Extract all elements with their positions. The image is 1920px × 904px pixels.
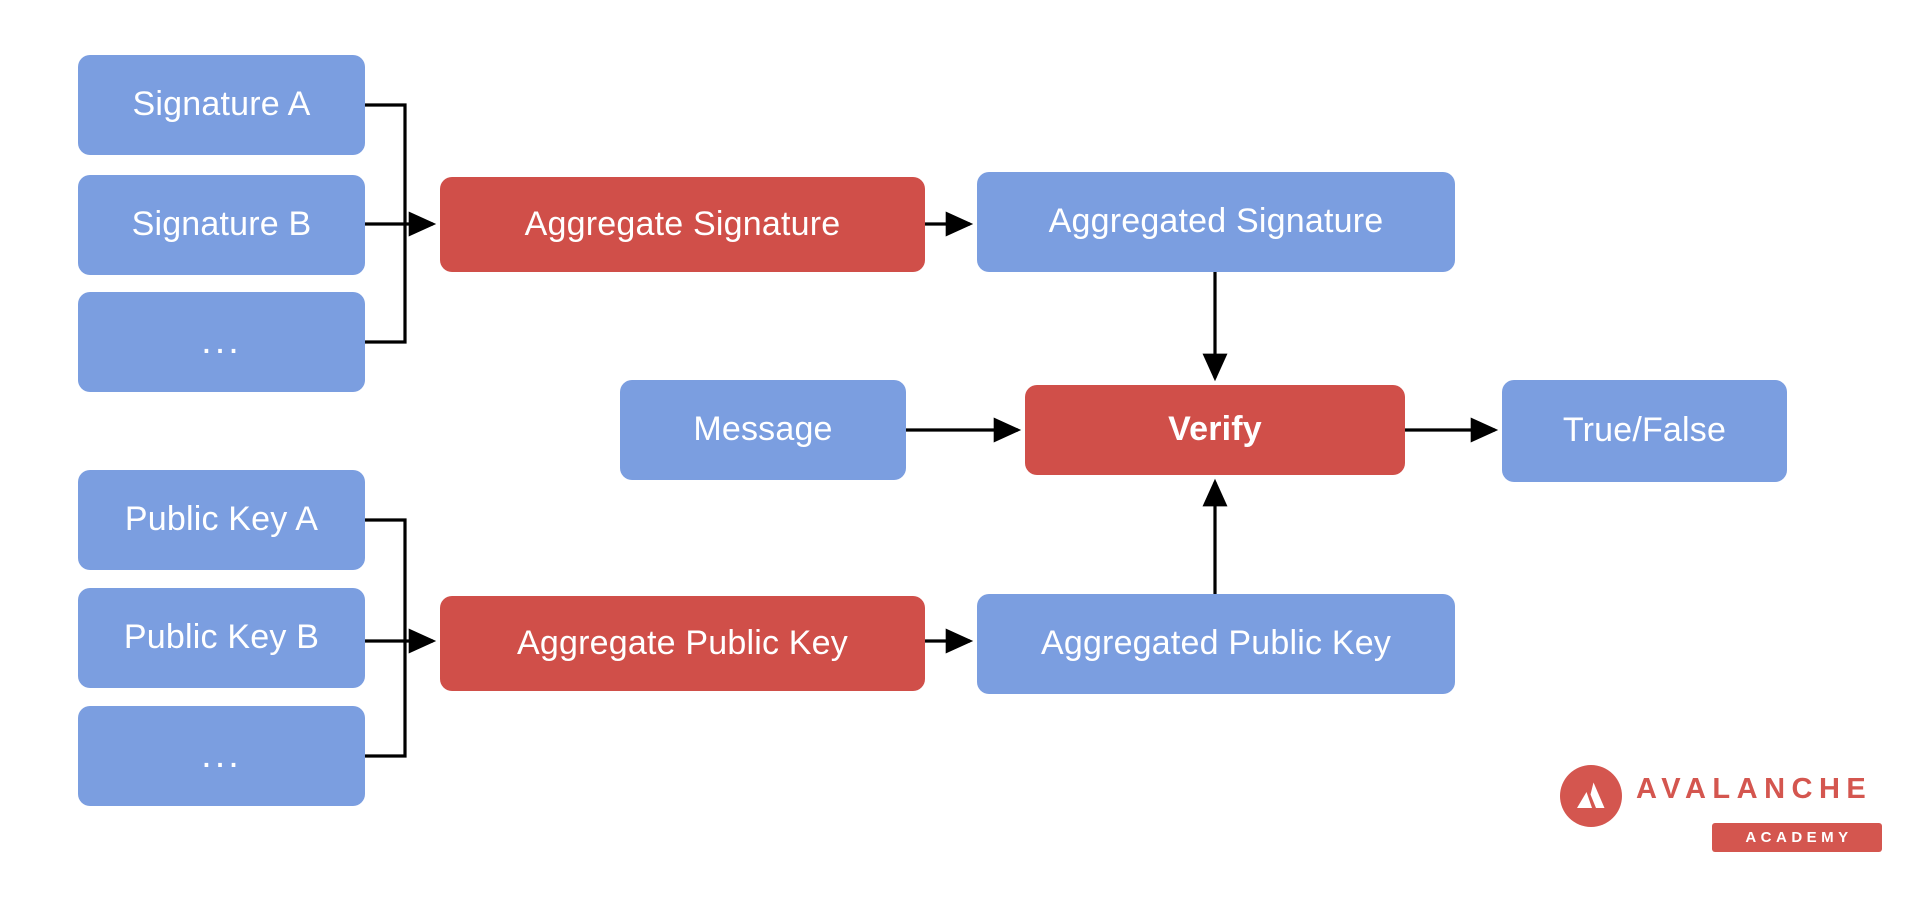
node-label: Public Key A	[124, 500, 319, 539]
logo-academy-badge-text: ACADEMY	[1745, 829, 1853, 846]
node-label: ...	[201, 320, 242, 363]
node-aggregate-signature[interactable]: Aggregate Signature	[440, 177, 925, 272]
node-verify[interactable]: Verify	[1025, 385, 1405, 475]
node-label: Signature B	[131, 205, 312, 244]
avalanche-academy-logo: AVALANCHE ACADEMY	[1560, 763, 1882, 859]
node-label: Aggregated Signature	[1048, 202, 1384, 241]
node-true-false[interactable]: True/False	[1502, 380, 1787, 482]
node-label: Aggregate Public Key	[517, 623, 848, 662]
edge-sig-a-to-aggregate	[365, 103, 407, 222]
edge-pk-a-to-aggregate	[365, 518, 407, 641]
node-aggregated-public-key[interactable]: Aggregated Public Key	[977, 594, 1455, 694]
avalanche-triangle-icon	[1560, 765, 1622, 827]
logo-academy-badge: ACADEMY	[1712, 823, 1882, 852]
node-aggregate-public-key[interactable]: Aggregate Public Key	[440, 596, 925, 691]
node-label: Aggregate Signature	[524, 204, 841, 243]
node-label: ...	[201, 734, 242, 777]
node-message[interactable]: Message	[620, 380, 906, 480]
logo-wordmark: AVALANCHE	[1636, 773, 1873, 805]
node-public-key-a[interactable]: Public Key A	[78, 470, 365, 570]
node-public-key-more[interactable]: ...	[78, 706, 365, 806]
node-signature-a[interactable]: Signature A	[78, 55, 365, 155]
node-label: Message	[693, 410, 833, 449]
node-public-key-b[interactable]: Public Key B	[78, 588, 365, 688]
node-label: Signature A	[132, 85, 311, 124]
node-signature-b[interactable]: Signature B	[78, 175, 365, 275]
edge-sig-more-to-aggregate	[365, 222, 407, 344]
node-label: True/False	[1562, 411, 1727, 450]
node-label: Aggregated Public Key	[1040, 624, 1392, 663]
edge-pk-more-to-aggregate	[365, 641, 407, 758]
node-signature-more[interactable]: ...	[78, 292, 365, 392]
node-label: Verify	[1168, 410, 1262, 449]
node-label: Public Key B	[123, 618, 320, 657]
node-aggregated-signature[interactable]: Aggregated Signature	[977, 172, 1455, 272]
